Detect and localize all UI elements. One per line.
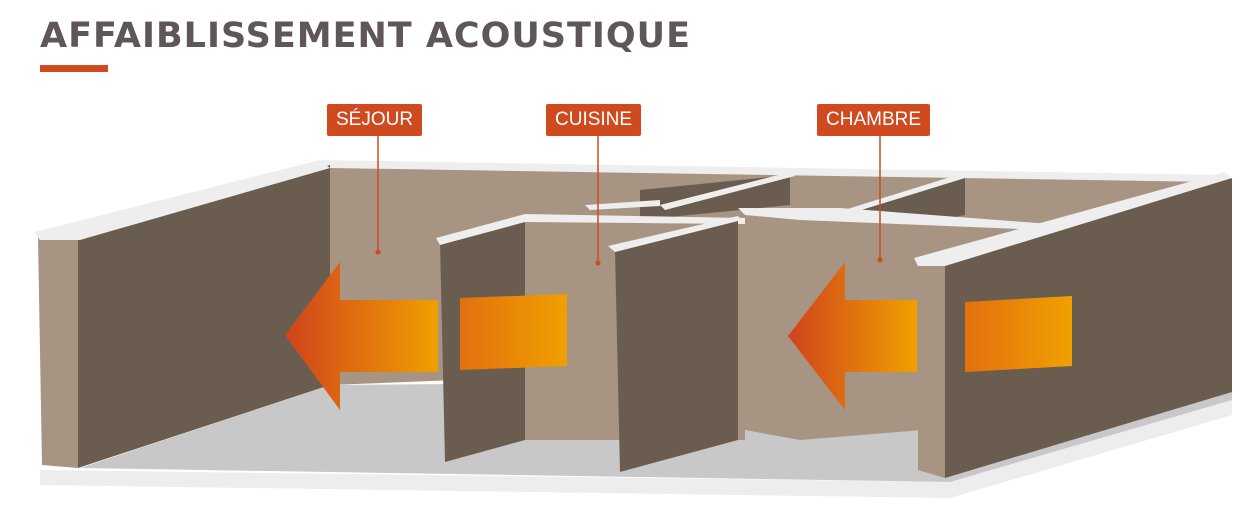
sound-arrow-sejour xyxy=(285,262,438,410)
partition-cuisine-front xyxy=(615,220,738,472)
right-wall xyxy=(945,178,1232,478)
right-wall-top xyxy=(914,172,1232,266)
right-wall-edge xyxy=(918,262,945,478)
partition-back-top-2 xyxy=(660,172,795,210)
partition-cuisine-front-top xyxy=(608,216,742,252)
sound-block-cuisine xyxy=(460,294,567,370)
leader-dot-chambre xyxy=(877,257,883,263)
room-label-chambre: CHAMBRE xyxy=(817,104,931,136)
partition-sejour-cuisine-top xyxy=(436,214,745,245)
left-wall-edge xyxy=(38,235,78,468)
leader-dot-sejour xyxy=(375,249,381,255)
sound-arrow-chambre xyxy=(788,262,917,410)
partition-back-top-3 xyxy=(838,174,965,216)
title-underline xyxy=(40,65,108,72)
sound-block-chambre xyxy=(965,296,1072,372)
left-wall-top xyxy=(34,160,330,240)
room-label-cuisine: CUISINE xyxy=(546,104,642,136)
room-label-sejour: SÉJOUR xyxy=(327,104,423,136)
leader-dot-cuisine xyxy=(595,260,601,266)
left-wall xyxy=(78,165,330,468)
base-slab-front xyxy=(40,400,1232,498)
partition-chambre-top xyxy=(738,208,1050,230)
back-wall-top xyxy=(320,160,1225,182)
page-title: AFFAIBLISSEMENT ACOUSTIQUE xyxy=(40,16,691,56)
partition-back-top xyxy=(585,200,660,210)
